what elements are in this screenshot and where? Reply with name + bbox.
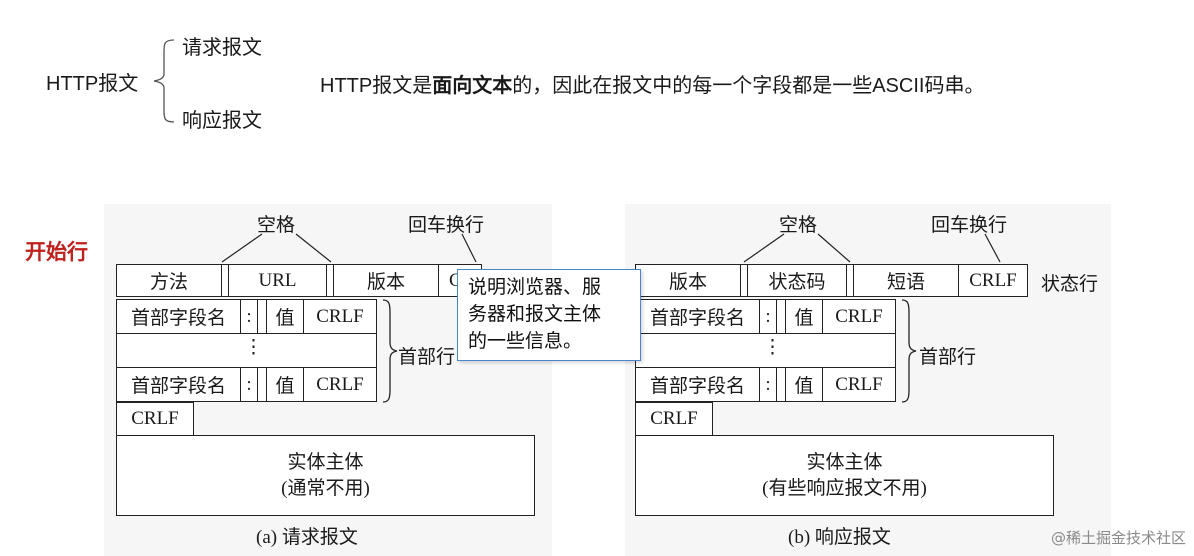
response-entity-body: 实体主体 (有些响应报文不用) [635,435,1054,516]
response-phrase-field: 短语 [853,264,959,297]
response-ellipsis-icon: ⋮ [763,337,782,358]
request-blank-crlf-field: CRLF [116,402,194,436]
callout-line-2: 务器和报文主体 [468,303,602,325]
request-header-ellipsis-row [116,333,377,368]
status-line-label: 状态行 [1041,274,1099,295]
response-header-colon-field: : [759,367,777,402]
request-header-name-field: 首部字段名 [116,299,241,334]
response-header-crlf-field: CRLF [822,299,896,334]
http-message-label: HTTP报文 [46,73,139,95]
request-header-lines-label: 首部行 [398,347,456,368]
request-version-field: 版本 [333,264,439,297]
response-header-value-field: 值 [785,367,823,402]
request-header-value-field: 值 [266,299,304,334]
statement-after: 的，因此在报文中的每一个字段都是一些ASCII码串。 [512,75,985,97]
response-crlf-pointer-label: 回车换行 [931,215,1008,236]
request-header-bracket [382,299,398,403]
request-space-label: 空格 [257,215,296,236]
response-blank-crlf-field: CRLF [635,402,713,436]
request-header-name-field: 首部字段名 [116,367,241,402]
response-header-colon-field: : [759,299,777,334]
response-caption: (b) 响应报文 [788,527,891,548]
response-header-name-field: 首部字段名 [635,367,760,402]
watermark: @稀土掘金技术社区 [1050,529,1186,547]
response-message-label: 响应报文 [182,110,262,132]
callout-line-3: 的一些信息。 [468,330,583,352]
response-version-field: 版本 [635,264,741,297]
request-header-crlf-field: CRLF [303,299,377,334]
response-space-label: 空格 [779,215,818,236]
request-message-label: 请求报文 [182,37,262,59]
start-line-label: 开始行 [25,241,88,264]
request-header-value-field: 值 [266,367,304,402]
request-crlf-pointer-label: 回车换行 [408,215,485,236]
text-oriented-statement: HTTP报文是面向文本的，因此在报文中的每一个字段都是一些ASCII码串。 [320,69,984,98]
request-entity-body: 实体主体 (通常不用) [116,435,535,516]
response-header-lines-label: 首部行 [919,347,977,368]
request-caption: (a) 请求报文 [256,527,358,548]
response-crlf-field: CRLF [958,264,1028,297]
request-header-crlf-field: CRLF [303,367,377,402]
response-body-note: (有些响应报文不用) [762,477,927,499]
request-url-field: URL [228,264,327,297]
response-header-name-field: 首部字段名 [635,299,760,334]
response-body-title: 实体主体 [806,451,883,473]
response-header-crlf-field: CRLF [822,367,896,402]
request-header-colon-field: : [240,367,258,402]
statement-before: HTTP报文是 [320,75,433,97]
response-header-value-field: 值 [785,299,823,334]
request-header-colon-field: : [240,299,258,334]
response-status-code-field: 状态码 [747,264,847,297]
response-header-bracket [901,299,917,403]
request-body-note: (通常不用) [281,477,370,499]
classification-brace [153,39,175,123]
statement-bold: 面向文本 [432,75,513,97]
header-info-callout: 说明浏览器、服 务器和报文主体 的一些信息。 [457,269,641,361]
request-body-title: 实体主体 [287,451,364,473]
request-method-field: 方法 [116,264,222,297]
request-ellipsis-icon: ⋮ [244,337,263,358]
callout-line-1: 说明浏览器、服 [468,276,602,298]
